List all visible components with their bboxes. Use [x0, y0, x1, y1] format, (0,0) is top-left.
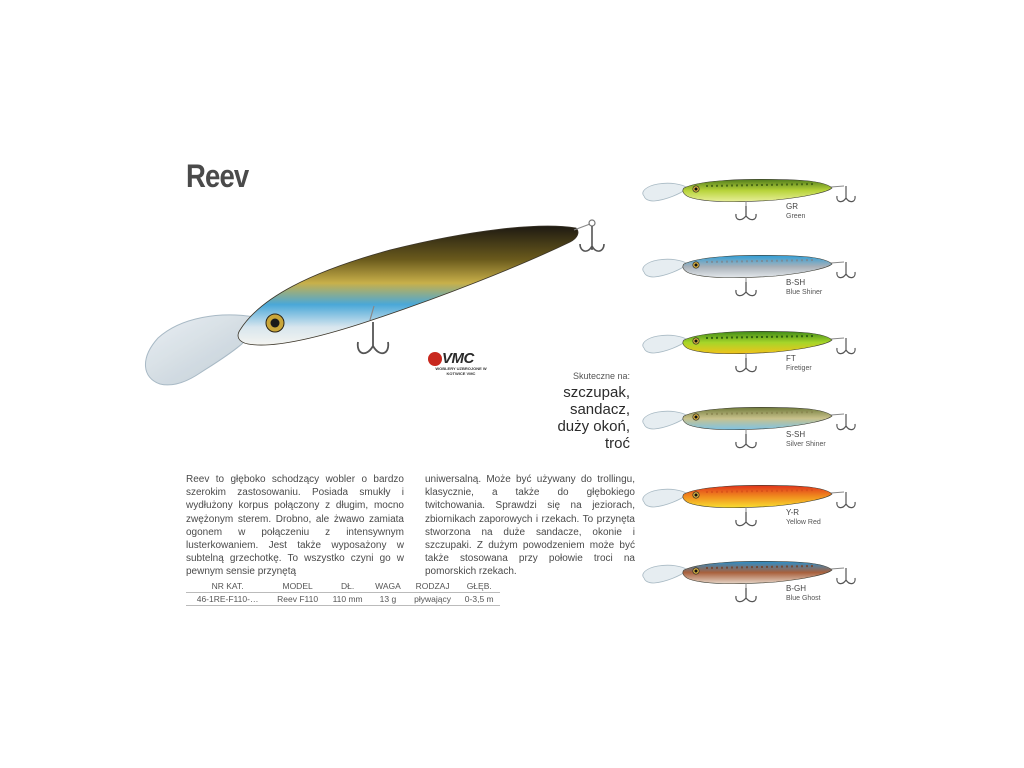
species-item: szczupak,: [563, 384, 630, 401]
variant-name: Blue Shiner: [786, 289, 823, 296]
variant-lure-image: [642, 560, 856, 603]
effective-label: Skuteczne na:: [572, 371, 630, 381]
variant-code: B-GH: [786, 584, 806, 593]
variant-name: Blue Ghost: [786, 595, 821, 602]
variant-name: Silver Shiner: [786, 441, 826, 448]
vmc-mark-icon: [428, 352, 442, 366]
vmc-logo: VMC WOBLERY UZBROJONE W KOTWICE VMC: [428, 350, 500, 398]
variant-item: B-SH Blue Shiner: [636, 246, 876, 322]
description-right: uniwersalną. Może być używany do trollin…: [425, 474, 635, 578]
vmc-wordmark: VMC: [442, 350, 474, 367]
variant-code: GR: [786, 202, 798, 211]
spec-cell: 110 mm: [326, 592, 370, 606]
variant-lure-image: [642, 484, 856, 527]
spec-table: NR KAT. MODEL DŁ. WAGA RODZAJ GŁĘB. 46-1…: [186, 580, 500, 606]
variant-item: S-SH Silver Shiner: [636, 398, 876, 474]
spec-cell: Reev F110: [269, 592, 327, 606]
variant-item: GR Green: [636, 170, 876, 246]
vmc-tagline: WOBLERY UZBROJONE W KOTWICE VMC: [435, 366, 487, 376]
spec-header: RODZAJ: [406, 580, 459, 593]
page-title: Reev: [186, 158, 249, 194]
description-left: Reev to głęboko schodzący wobler o bardz…: [186, 474, 404, 578]
variant-code: FT: [786, 354, 796, 363]
variant-code: S-SH: [786, 430, 806, 439]
variant-lure-image: [642, 178, 856, 221]
variant-code: B-SH: [786, 278, 806, 287]
variant-code: Y-R: [786, 508, 800, 517]
variant-name: Firetiger: [786, 365, 812, 372]
main-lure-image: [145, 219, 605, 386]
variant-item: FT Firetiger: [636, 322, 876, 398]
species-list: szczupak, sandacz, duży okoń, troć: [440, 384, 630, 452]
spec-header-row: NR KAT. MODEL DŁ. WAGA RODZAJ GŁĘB.: [186, 580, 500, 593]
spec-header: DŁ.: [326, 580, 370, 593]
spec-cell: 0-3,5 m: [458, 592, 500, 606]
spec-cell: 46-1RE-F110-…: [186, 592, 270, 606]
variant-lure-image: [642, 406, 856, 449]
variant-item: B-GH Blue Ghost: [636, 552, 876, 628]
spec-cell: 13 g: [369, 592, 407, 606]
spec-header: MODEL: [269, 580, 327, 593]
variant-lure-image: [642, 254, 856, 297]
variant-name: Yellow Red: [786, 519, 821, 526]
variant-name: Green: [786, 213, 806, 220]
spec-header: WAGA: [369, 580, 407, 593]
species-item: sandacz,: [569, 401, 630, 418]
spec-header: NR KAT.: [186, 580, 270, 593]
variant-lure-image: [642, 330, 856, 373]
variant-item: Y-R Yellow Red: [636, 476, 876, 552]
table-row: 46-1RE-F110-… Reev F110 110 mm 13 g pływ…: [186, 592, 500, 606]
species-item: troć: [604, 435, 630, 452]
spec-header: GŁĘB.: [458, 580, 500, 593]
species-item: duży okoń,: [557, 418, 630, 435]
spec-cell: pływający: [406, 592, 459, 606]
